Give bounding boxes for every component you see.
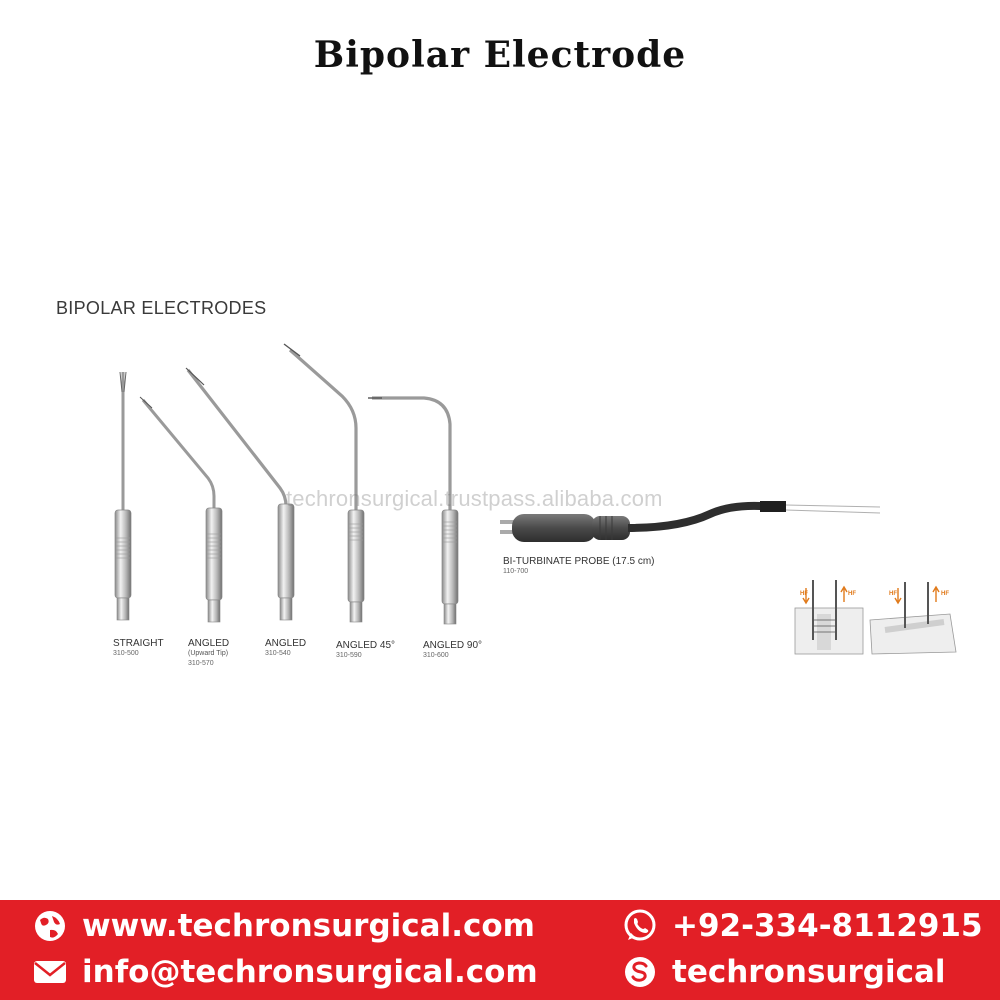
electrode-label-angled-90: ANGLED 90° [423, 640, 483, 651]
probe-code: 110-700 [503, 568, 529, 575]
whatsapp-icon [624, 909, 656, 941]
electrode-code-angled-upward: 310-570 [188, 660, 214, 667]
globe-icon [35, 911, 65, 941]
electrode-angled-upward-tip [139, 396, 223, 623]
email-text: info@techronsurgical.com [82, 954, 538, 990]
hf-label-left: HF [800, 591, 808, 597]
skype-icon [625, 957, 655, 987]
electrode-code-angled-45: 310-590 [336, 652, 362, 659]
phone-link[interactable]: +92-334-8112915 [622, 908, 983, 944]
catalog-heading: BIPOLAR ELECTRODES [56, 298, 267, 318]
page-title: Bipolar Electrode [313, 34, 687, 76]
electrode-code-angled-90: 310-600 [423, 652, 449, 659]
phone-text: +92-334-8112915 [672, 908, 983, 944]
electrode-straight [114, 371, 132, 621]
skype-link[interactable]: techronsurgical [622, 954, 946, 990]
electrode-label-straight: STRAIGHT [113, 638, 164, 649]
electrode-sub-angled-upward: (Upward Tip) [188, 650, 229, 657]
electrode-label-angled: ANGLED [265, 638, 307, 649]
electrode-code-angled: 310-540 [265, 650, 291, 657]
skype-text: techronsurgical [672, 954, 946, 990]
tissue-diagram-vertical: HF HF [794, 580, 864, 655]
hf-label-right-2: HF [941, 591, 949, 597]
electrode-label-angled-upward: ANGLED [188, 638, 230, 649]
electrode-label-angled-45: ANGLED 45° [336, 640, 396, 651]
electrode-code-straight: 310-500 [113, 650, 139, 657]
envelope-icon [34, 961, 66, 983]
electrode-angled-45 [283, 343, 365, 623]
product-catalog-image: BIPOLAR ELECTRODES [56, 298, 957, 667]
hf-label-right: HF [848, 591, 856, 597]
website-text: www.techronsurgical.com [82, 908, 535, 944]
probe-label: BI-TURBINATE PROBE (17.5 cm) [503, 556, 655, 567]
contact-footer: www.techronsurgical.com info@techronsurg… [0, 900, 1000, 1000]
email-link[interactable]: info@techronsurgical.com [32, 954, 538, 990]
hf-label-left-2: HF [889, 591, 897, 597]
tissue-diagram-horizontal: HF HF [869, 582, 957, 655]
website-link[interactable]: www.techronsurgical.com [32, 908, 535, 944]
electrode-angled [185, 367, 295, 621]
bi-turbinate-probe [500, 501, 881, 542]
electrode-illustrations: HF HF HF HF [114, 343, 957, 655]
watermark: techronsurgical.trustpass.alibaba.com [286, 486, 663, 511]
electrode-angled-90 [368, 396, 459, 625]
